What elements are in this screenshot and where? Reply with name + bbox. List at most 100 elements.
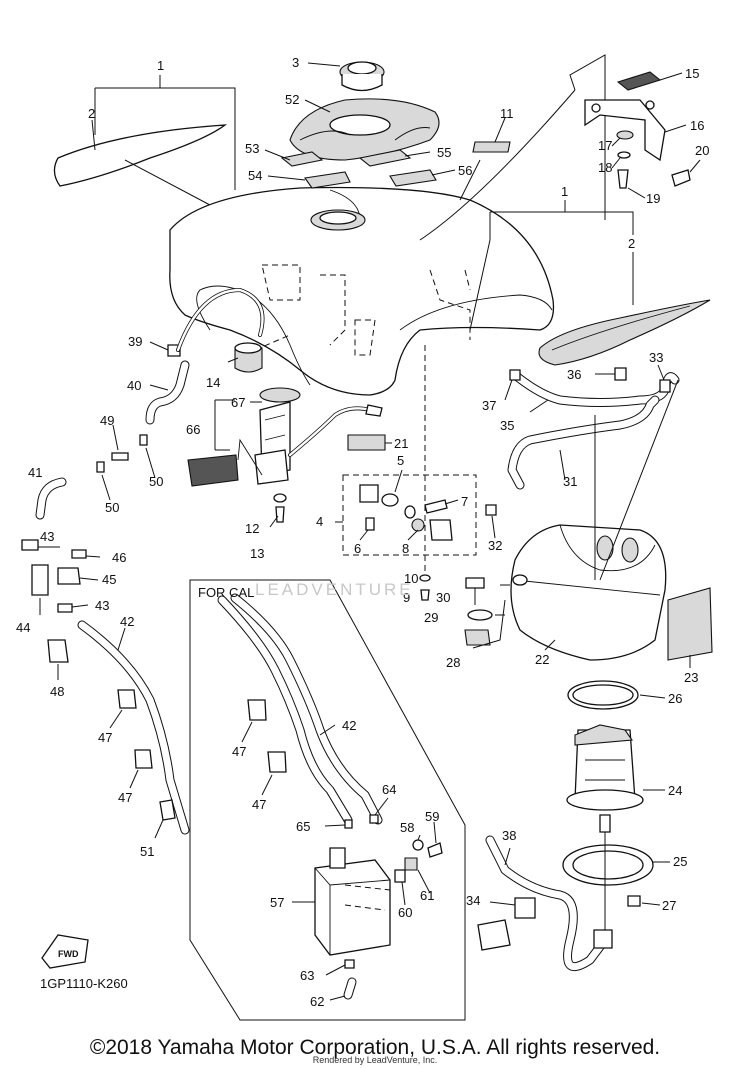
hose-42-cal: [217, 593, 383, 825]
fuel-pump-24: [566, 724, 644, 833]
callout-57: 57: [270, 895, 284, 910]
clip-37: [509, 369, 521, 381]
callout-37: 37: [482, 398, 496, 413]
seat-bracket: [584, 99, 666, 162]
clip-51: [159, 799, 176, 821]
callout-63: 63: [300, 968, 314, 983]
o-ring-26: [567, 680, 639, 710]
bolt-27: [627, 895, 641, 907]
decal-56: [389, 169, 437, 187]
callout-56: 56: [458, 163, 472, 178]
callout-15: 15: [685, 66, 699, 81]
callout-13: 13: [250, 546, 264, 561]
copyright-notice: ©2018 Yamaha Motor Corporation, U.S.A. A…: [89, 1036, 661, 1059]
callout-55: 55: [437, 145, 451, 160]
bolt-13: [275, 506, 285, 523]
bolt-20: [671, 169, 691, 187]
valve-group-4: [359, 484, 453, 541]
clamp-47a: [117, 689, 137, 709]
damper-28: [464, 629, 491, 646]
callout-46: 46: [112, 550, 126, 565]
callout-64: 64: [382, 782, 396, 797]
callout-47b: 47: [118, 790, 132, 805]
callout-58: 58: [400, 820, 414, 835]
callout-61: 61: [420, 888, 434, 903]
clip-33: [659, 379, 671, 393]
callout-5: 5: [397, 453, 404, 468]
collar-17: [616, 130, 634, 140]
callout-50b: 50: [149, 474, 163, 489]
fwd-label: FWD: [58, 949, 79, 959]
callout-38: 38: [502, 828, 516, 843]
callout-47c: 47: [232, 744, 246, 759]
clip-43b: [57, 603, 73, 613]
callout-6: 6: [354, 541, 361, 556]
callout-27: 27: [662, 898, 676, 913]
for-cal-label: FOR CAL: [198, 585, 254, 600]
connector-pump: [593, 929, 613, 949]
bolt-30: [465, 577, 485, 589]
callout-11: 11: [500, 106, 514, 121]
callout-28: 28: [446, 655, 460, 670]
connector-21: [347, 434, 386, 451]
tank-top-cover: [289, 98, 440, 161]
callout-19: 19: [646, 191, 660, 206]
callout-39: 39: [128, 334, 142, 349]
callout-34: 34: [466, 893, 480, 908]
watermark: LEADVENTURE: [255, 580, 414, 599]
callout-20: 20: [695, 143, 709, 158]
washer-12: [273, 493, 287, 503]
clip-63: [344, 959, 355, 969]
callout-65: 65: [296, 819, 310, 834]
callout-24: 24: [668, 783, 682, 798]
for-cal-box: [189, 579, 466, 1021]
decal-53: [280, 151, 324, 167]
callout-32: 32: [488, 538, 502, 553]
decal-11: [472, 141, 511, 153]
callout-2b: 2: [628, 236, 635, 251]
callout-9: 9: [403, 590, 410, 605]
callout-44: 44: [16, 620, 30, 635]
washer-29: [467, 609, 493, 621]
clip-36: [614, 367, 627, 381]
callout-labels: 1 2 3 52 53 54 55 56 11 15 16 17 18 19 2…: [16, 55, 709, 1009]
callout-14: 14: [206, 375, 220, 390]
grommet-60: [394, 869, 406, 883]
callout-25: 25: [673, 854, 687, 869]
callout-1: 1: [157, 58, 164, 73]
hose-41: [35, 477, 67, 520]
damper-61: [404, 857, 418, 871]
callout-1b: 1: [561, 184, 568, 199]
callout-54: 54: [248, 168, 262, 183]
callout-21: 21: [394, 436, 408, 451]
clip-64: [369, 814, 379, 824]
callout-67: 67: [231, 395, 245, 410]
washer-10: [419, 574, 431, 582]
bolt-19: [617, 169, 629, 189]
callout-29: 29: [424, 610, 438, 625]
clip-65: [344, 819, 353, 829]
insulator-23: [667, 587, 713, 661]
fuel-tank-lower-22: [510, 524, 667, 661]
callout-36: 36: [567, 367, 581, 382]
washer-18: [617, 151, 631, 159]
rendered-by-notice: Rendered by LeadVenture, Inc.: [312, 1055, 438, 1065]
callout-42a: 42: [120, 614, 134, 629]
callout-33: 33: [649, 350, 663, 365]
callout-10: 10: [404, 571, 418, 586]
callout-2: 2: [88, 106, 95, 121]
callout-48: 48: [50, 684, 64, 699]
clamp-34: [514, 897, 536, 919]
callout-8: 8: [402, 541, 409, 556]
screw-9: [420, 589, 430, 601]
hose-62: [343, 977, 357, 1000]
bolt-59: [427, 842, 443, 858]
callout-42b: 42: [342, 718, 356, 733]
leader-bracket: [95, 87, 236, 190]
callout-26: 26: [668, 691, 682, 706]
group-4-box: [342, 474, 477, 556]
callout-47d: 47: [252, 797, 266, 812]
canister-57: [314, 847, 391, 956]
fuel-sender: [187, 387, 383, 487]
